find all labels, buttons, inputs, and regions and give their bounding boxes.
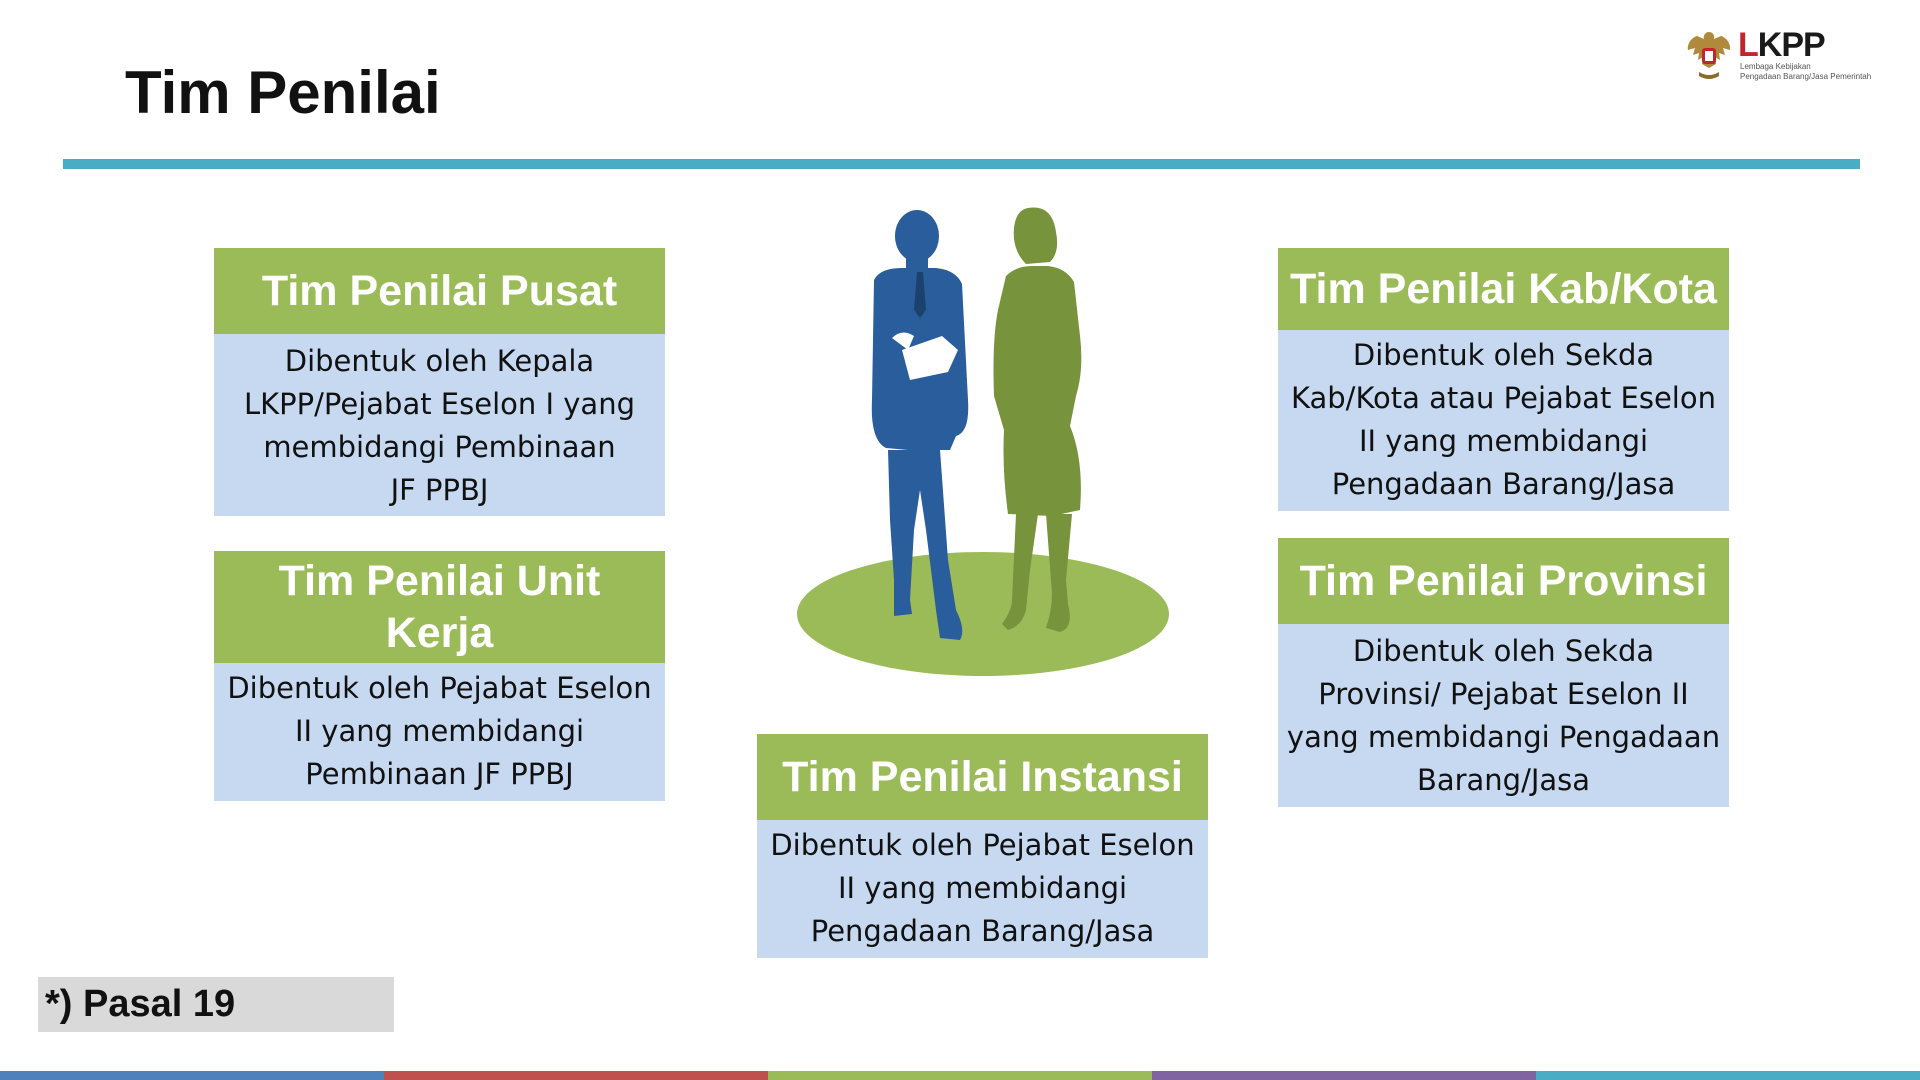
card-title: Tim Penilai Pusat xyxy=(214,248,665,334)
notepad-icon xyxy=(892,332,958,380)
footer-color-bar xyxy=(0,1071,1920,1080)
card-description: Dibentuk oleh Sekda Kab/Kota atau Pejaba… xyxy=(1278,330,1729,511)
card-tim-penilai-instansi: Tim Penilai Instansi Dibentuk oleh Pejab… xyxy=(757,734,1208,958)
card-description: Dibentuk oleh Sekda Provinsi/ Pejabat Es… xyxy=(1278,624,1729,807)
card-title: Tim Penilai Instansi xyxy=(757,734,1208,820)
card-tim-penilai-pusat: Tim Penilai Pusat Dibentuk oleh Kepala L… xyxy=(214,248,665,516)
footer-segment-red xyxy=(384,1071,768,1080)
card-title: Tim Penilai Unit Kerja xyxy=(214,551,665,663)
ground-ellipse xyxy=(797,552,1169,676)
footnote-pasal: *) Pasal 19 xyxy=(38,977,394,1032)
businesswoman-silhouette-icon xyxy=(993,207,1082,632)
card-description: Dibentuk oleh Kepala LKPP/Pejabat Eselon… xyxy=(214,334,665,516)
business-people-illustration xyxy=(797,207,1169,676)
card-title: Tim Penilai Provinsi xyxy=(1278,538,1729,624)
footer-segment-teal xyxy=(1536,1071,1920,1080)
card-description: Dibentuk oleh Pejabat Eselon II yang mem… xyxy=(214,663,665,801)
card-tim-penilai-kab-kota: Tim Penilai Kab/Kota Dibentuk oleh Sekda… xyxy=(1278,248,1729,511)
card-tim-penilai-unit-kerja: Tim Penilai Unit Kerja Dibentuk oleh Pej… xyxy=(214,551,665,801)
footer-segment-purple xyxy=(1152,1071,1536,1080)
card-description: Dibentuk oleh Pejabat Eselon II yang mem… xyxy=(757,820,1208,958)
title-underline xyxy=(63,159,1860,169)
garuda-emblem-icon xyxy=(1687,32,1731,79)
logo-tagline: Lembaga Kebijakan Pengadaan Barang/Jasa … xyxy=(1740,62,1872,81)
card-tim-penilai-provinsi: Tim Penilai Provinsi Dibentuk oleh Sekda… xyxy=(1278,538,1729,807)
page-title: Tim Penilai xyxy=(125,59,441,126)
lkpp-logo: LKPP Lembaga Kebijakan Pengadaan Barang/… xyxy=(1685,26,1885,86)
card-title: Tim Penilai Kab/Kota xyxy=(1278,248,1729,330)
footer-segment-blue xyxy=(0,1071,384,1080)
footer-segment-green xyxy=(768,1071,1152,1080)
logo-wordmark: LKPP xyxy=(1738,26,1826,64)
